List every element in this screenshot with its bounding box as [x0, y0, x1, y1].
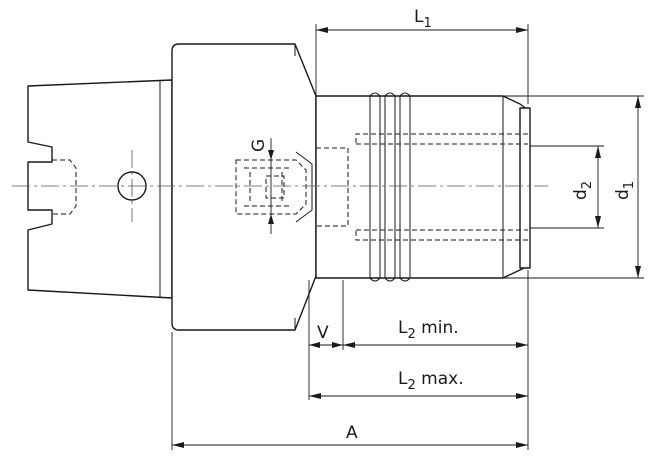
stop-screw-hidden: [235, 151, 313, 223]
l2min-arrow-left: [343, 342, 355, 348]
a-label: A: [346, 423, 358, 443]
screw-body-hidden: [235, 159, 307, 215]
hsk-shank: [27, 79, 173, 299]
d2-arrow-bottom: [595, 216, 601, 228]
l2max-label: L2 max.: [398, 369, 464, 393]
d1-label-main: d: [613, 189, 633, 200]
d2-label-main: d: [571, 189, 591, 200]
l2min-label: L2 min.: [398, 318, 459, 342]
chuck-nose: [315, 92, 531, 282]
d1-arrow-bottom: [635, 266, 641, 278]
dimension-d2: d2: [530, 145, 604, 229]
l2max-label-suffix: max.: [416, 369, 464, 389]
d1-label-sub: 1: [622, 181, 637, 189]
dimension-a: A: [171, 332, 529, 450]
groove-3: [399, 92, 411, 282]
l2min-arrow-right: [516, 342, 528, 348]
l2max-arrow-right: [516, 393, 528, 399]
dimension-l2max: L2 max.: [309, 369, 528, 399]
a-arrow-right: [516, 442, 528, 448]
l2min-label-sub: 2: [407, 327, 415, 342]
clamping-grooves: [369, 92, 411, 282]
groove-1: [369, 92, 381, 282]
nose-outline: [315, 95, 529, 279]
screw-socket-hidden: [265, 175, 285, 199]
v-arrow-right: [332, 342, 343, 348]
d1-label: d1: [613, 181, 637, 200]
v-label: V: [317, 323, 329, 343]
screw-head-cone: [295, 151, 313, 223]
dimension-g: G: [249, 138, 274, 234]
g-arrow-top: [268, 150, 274, 160]
shank-outline: [27, 79, 173, 299]
tool-bore-hidden: [355, 133, 528, 241]
l2max-label-main: L: [398, 369, 408, 389]
dimension-d1: d1: [504, 95, 644, 279]
dimension-l1: L1: [315, 7, 529, 104]
d1-arrow-top: [635, 96, 641, 108]
collar: [171, 43, 317, 331]
l2min-label-suffix: min.: [416, 318, 459, 338]
nose-front-face: [519, 107, 531, 269]
l1-arrow-left: [316, 27, 328, 33]
l2min-label-main: L: [398, 318, 408, 338]
l2max-label-sub: 2: [407, 378, 415, 393]
v-arrow-left: [309, 342, 320, 348]
l1-label-main: L: [414, 7, 424, 27]
l1-arrow-right: [516, 27, 528, 33]
dimension-v-l2min: V L2 min.: [308, 270, 529, 400]
g-arrow-bottom: [268, 214, 274, 224]
l1-label: L1: [414, 7, 432, 31]
d2-label: d2: [571, 181, 595, 200]
a-arrow-left: [172, 442, 184, 448]
d2-arrow-top: [595, 146, 601, 158]
g-label: G: [249, 139, 269, 152]
d2-label-sub: 2: [580, 181, 595, 189]
l1-label-sub: 1: [423, 16, 431, 31]
groove-2: [384, 92, 396, 282]
collar-outline: [171, 43, 317, 331]
l2max-arrow-left: [309, 393, 321, 399]
bore-step-hidden: [316, 147, 349, 227]
